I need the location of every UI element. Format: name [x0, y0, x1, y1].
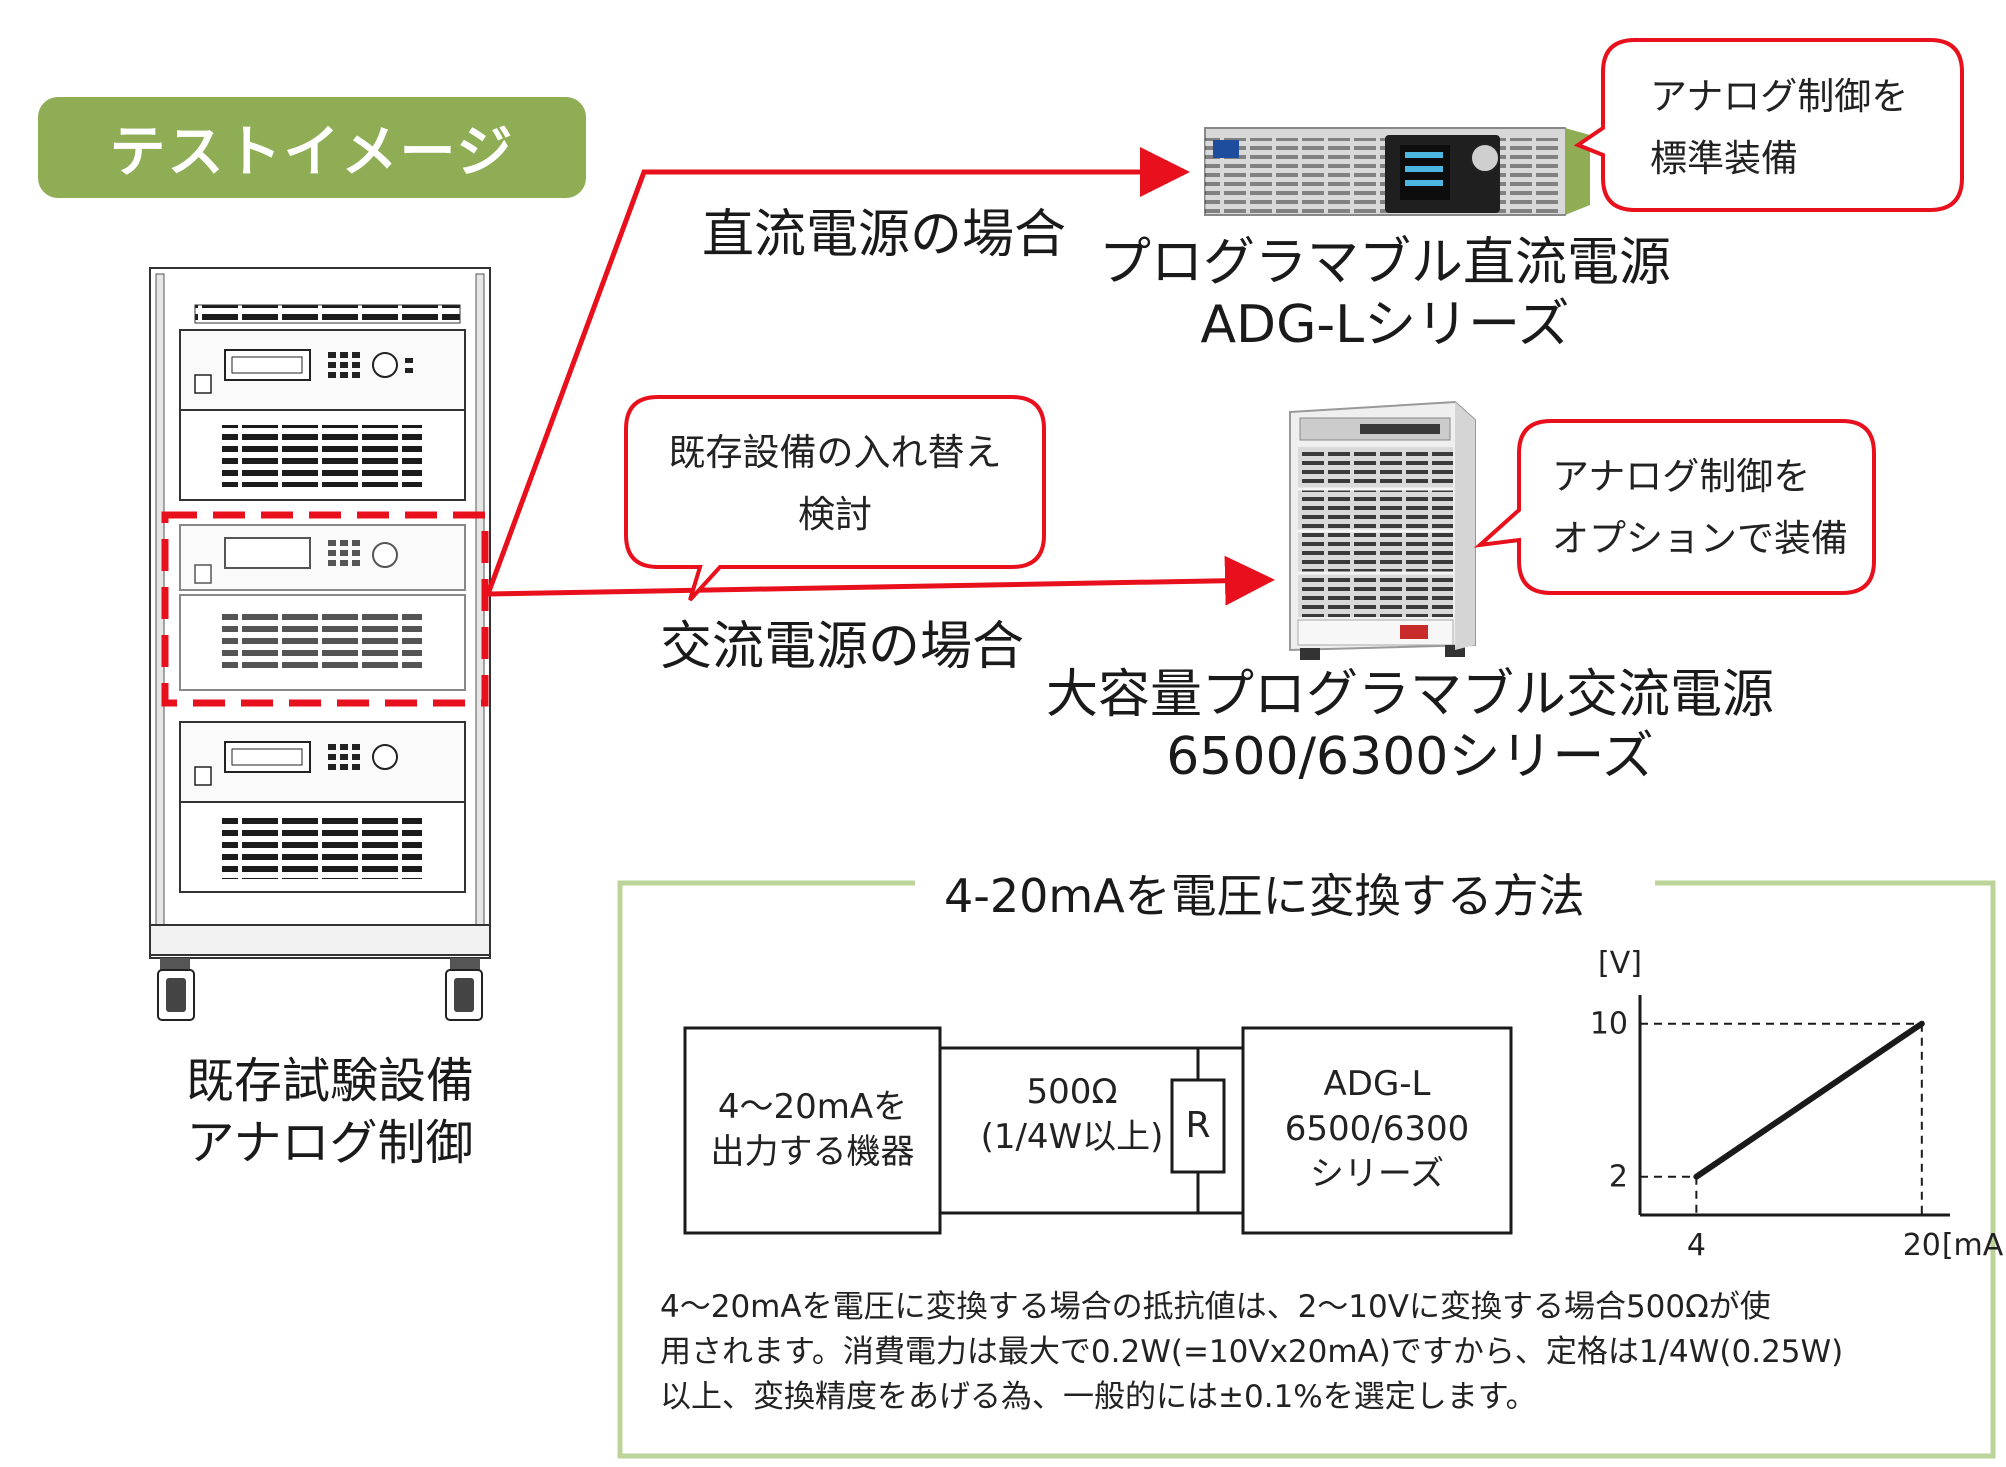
source-box-line1: 4～20mAを: [717, 1087, 908, 1127]
resistor-spec: 500Ω (1/4W以上): [972, 1070, 1172, 1160]
chart-x-tick-label-0: 4: [1687, 1228, 1706, 1263]
chart-y-axis-label: [V]: [1598, 946, 1642, 981]
method-title: 4-20mAを電圧に変換する方法: [930, 860, 1599, 926]
target-box-text: ADG-L 6500/6300 シリーズ: [1243, 1062, 1511, 1197]
source-device-box: [683, 1026, 942, 1235]
resistor-rating: (1/4W以上): [980, 1117, 1164, 1157]
method-panel: [617, 880, 1996, 1459]
target-box-line3: シリーズ: [1309, 1154, 1445, 1194]
existing-callout-line2: 検討: [798, 493, 872, 536]
ac-route-arrow: [487, 555, 1275, 606]
target-box-line2: 6500/6300: [1284, 1109, 1470, 1149]
dc-callout-bubble: [1573, 38, 1964, 212]
resistor-symbol: [1170, 1078, 1226, 1174]
method-description: 4～20mAを電圧に変換する場合の抵抗値は、2～10Vに変換する場合500Ωが使…: [660, 1285, 1980, 1420]
chart-x-axis-label: [mA]: [1942, 1228, 2006, 1263]
ac-product-series: 6500/6300シリーズ: [1166, 727, 1654, 787]
ac-callout-text: アナログ制御を オプションで装備: [1552, 446, 1848, 570]
dc-route-label: 直流電源の場合: [702, 205, 1067, 265]
existing-callout-line1: 既存設備の入れ替え: [668, 431, 1002, 474]
ac-product-label: 大容量プログラマブル交流電源 6500/6300シリーズ: [1040, 664, 1780, 788]
resistor-value: 500Ω: [1026, 1072, 1118, 1112]
description-line3: 以上、変換精度をあげる為、一般的には±0.1%を選定します。: [660, 1379, 1537, 1415]
title-badge: テストイメージ: [38, 97, 586, 198]
chart-y-tick-label-0: 2: [1609, 1160, 1628, 1195]
dc-route-arrow: [485, 147, 1190, 595]
dc-callout-text: アナログ制御を 標準装備: [1650, 66, 1908, 190]
voltage-current-chart: 4 20 2 10 [V] [mA]: [1590, 946, 2006, 1263]
chart-x-tick-label-1: 20: [1903, 1228, 1941, 1263]
description-line1: 4～20mAを電圧に変換する場合の抵抗値は、2～10Vに変換する場合500Ωが使: [660, 1289, 1771, 1325]
description-line2: 用されます。消費電力は最大で0.2W(=10Vx20mA)ですから、定格は1/4…: [660, 1334, 1844, 1370]
rack-label-line1: 既存試験設備: [185, 1053, 474, 1109]
dc-product-name: プログラマブル直流電源: [1098, 233, 1671, 293]
source-box-text: 4～20mAを 出力する機器: [685, 1085, 940, 1175]
rack-label-line2: アナログ制御: [186, 1115, 474, 1171]
existing-callout-text: 既存設備の入れ替え 検討: [626, 422, 1044, 546]
rack-label: 既存試験設備 アナログ制御: [150, 1050, 510, 1174]
dc-callout-line2: 標準装備: [1650, 137, 1798, 180]
ac-callout-line1: アナログ制御を: [1552, 455, 1811, 498]
circuit-diagram: [683, 1026, 1513, 1235]
route-arrows: [485, 147, 1275, 606]
dc-product-label: プログラマブル直流電源 ADG-Lシリーズ: [1040, 232, 1730, 356]
ac-route-label: 交流電源の場合: [660, 617, 1025, 677]
ac-product-name: 大容量プログラマブル交流電源: [1045, 665, 1774, 725]
ac-callout-bubble: [1473, 419, 1876, 595]
target-device-box: [1241, 1026, 1513, 1235]
chart-series-line: [1693, 1020, 1925, 1180]
callout-shapes: [624, 38, 1964, 602]
target-box-line1: ADG-L: [1323, 1064, 1431, 1104]
existing-equipment-callout-bubble: [624, 395, 1046, 602]
rack-highlight-dashed-frame: [161, 511, 489, 707]
chart-y-tick-label-1: 10: [1590, 1007, 1628, 1042]
dc-product-series: ADG-Lシリーズ: [1200, 295, 1570, 355]
resistor-label: R: [1185, 1105, 1211, 1146]
dc-callout-line1: アナログ制御を: [1650, 75, 1909, 118]
source-box-line2: 出力する機器: [710, 1132, 915, 1172]
dc-power-supply-image: [1204, 127, 1590, 216]
ac-power-supply-image: [1289, 400, 1476, 660]
rack-illustration: [149, 267, 491, 1021]
ac-callout-line2: オプションで装備: [1552, 517, 1848, 560]
